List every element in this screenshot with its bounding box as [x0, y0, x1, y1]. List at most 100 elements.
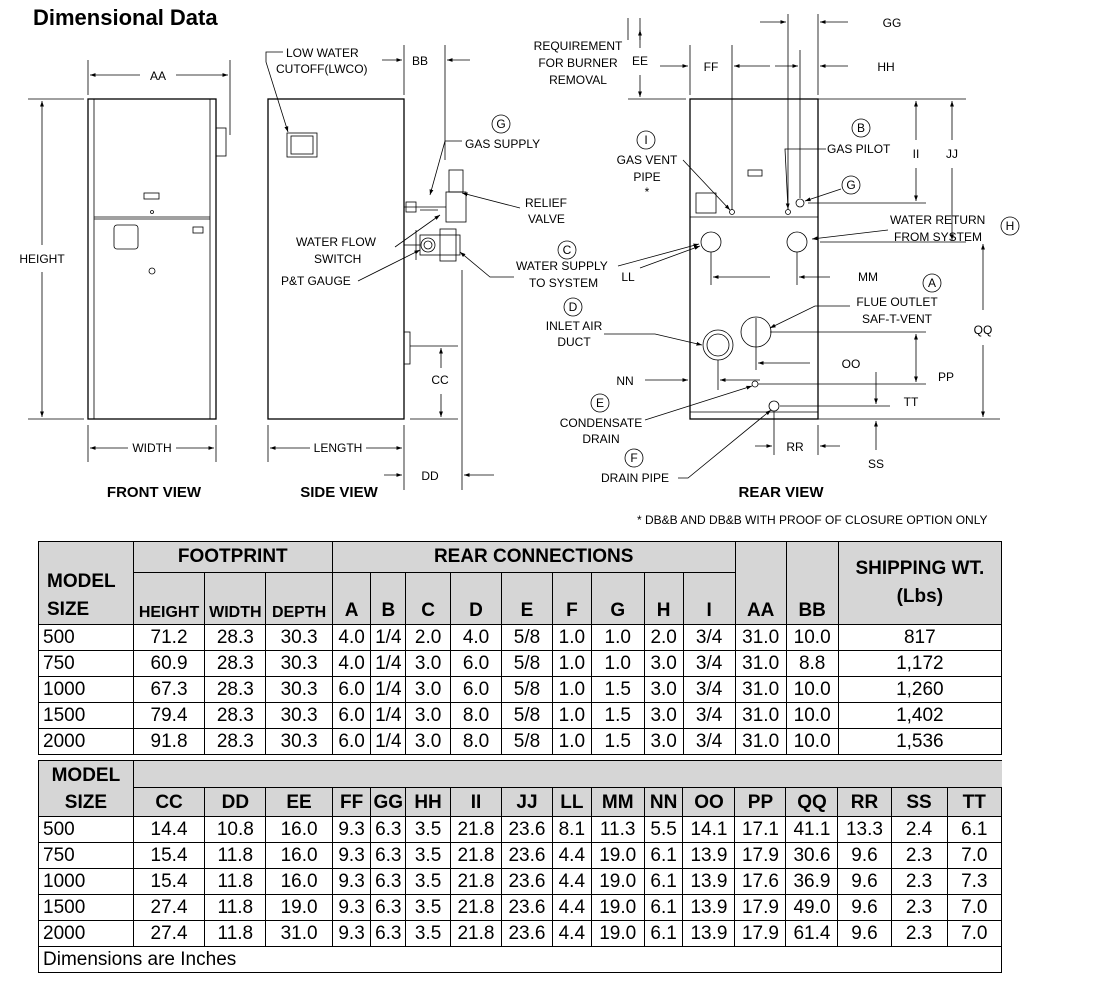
marker-d: D — [569, 300, 578, 314]
table2-cell: 2.3 — [890, 842, 948, 869]
table1-shipping-line1: SHIPPING WT. — [855, 558, 985, 579]
table1-cell: 1,536 — [837, 728, 1003, 755]
table1-cell: 31.0 — [734, 650, 787, 677]
label-drain-pipe: DRAIN PIPE — [601, 471, 669, 485]
table1-cell: 3.0 — [405, 676, 452, 703]
table2-cell: 3.5 — [405, 868, 451, 895]
table1-cell: 3.0 — [643, 650, 684, 677]
table1-model-header: MODEL SIZE — [38, 541, 134, 625]
label-relief-1: RELIEF — [525, 196, 567, 210]
table1-cell: 1.0 — [590, 624, 645, 651]
table2-cell: 9.3 — [331, 920, 372, 947]
table1-cell: 1,260 — [837, 676, 1003, 703]
table2-footer: Dimensions are Inches — [38, 946, 1002, 973]
table2-cell: 16.0 — [265, 842, 333, 869]
table2-cell: 21.8 — [449, 894, 502, 921]
table2-cell: 14.1 — [682, 816, 736, 843]
table1-cell: 3/4 — [682, 624, 736, 651]
table2-cell: 9.3 — [331, 894, 372, 921]
table2-cell: 6.3 — [370, 842, 407, 869]
table2-model-header: MODEL SIZE — [38, 760, 134, 817]
table2-model-line2: SIZE — [64, 792, 108, 813]
table2-cell: 2.3 — [890, 894, 948, 921]
table2-cell: 23.6 — [500, 868, 553, 895]
table2-cell: 11.8 — [204, 842, 267, 869]
table2-cell: 19.0 — [590, 894, 645, 921]
label-gas-supply: GAS SUPPLY — [465, 137, 540, 151]
table1-cell: 6.0 — [331, 676, 372, 703]
table1-cell: 3.0 — [643, 676, 684, 703]
table1-model-line1: MODEL — [47, 571, 116, 592]
table2-cell: 9.6 — [837, 920, 892, 947]
table1-cell: 28.3 — [204, 676, 267, 703]
dim-aa: AA — [150, 69, 166, 83]
table1-cell: 5/8 — [501, 702, 553, 729]
table1-cell: 5/8 — [501, 650, 553, 677]
table1-col-depth: DEPTH — [265, 572, 333, 625]
table1-cell: 8.8 — [785, 650, 839, 677]
table1-cell: 1.0 — [552, 650, 592, 677]
table1-cell: 28.3 — [204, 650, 267, 677]
marker-b: B — [857, 121, 865, 135]
label-gas-vent-3: * — [645, 185, 650, 199]
table2-cell: 6.1 — [946, 816, 1003, 843]
table1-col-g: G — [590, 572, 645, 625]
table1-cell: 1.0 — [590, 650, 645, 677]
table2-cell: 23.6 — [500, 842, 553, 869]
table1-cell: 817 — [837, 624, 1003, 651]
table2-cell: 4.4 — [551, 868, 592, 895]
table2-model-cell: 750 — [38, 842, 134, 869]
table1-cell: 6.0 — [331, 702, 372, 729]
table1-cell: 67.3 — [132, 676, 206, 703]
table2-cell: 13.3 — [837, 816, 892, 843]
table2-cell: 4.4 — [551, 842, 592, 869]
table1-cell: 3.0 — [405, 702, 452, 729]
table2-cell: 27.4 — [132, 920, 206, 947]
table2-col-header: PP — [734, 787, 787, 817]
table2-col-header: SS — [890, 787, 948, 817]
table2-cell: 15.4 — [132, 842, 206, 869]
table2-model-cell: 2000 — [38, 920, 134, 947]
dim-oo: OO — [842, 357, 861, 371]
table1-cell: 31.0 — [734, 676, 787, 703]
marker-f: F — [630, 451, 637, 465]
table2-cell: 17.6 — [734, 868, 787, 895]
label-burner-2: FOR BURNER — [538, 56, 618, 70]
table2-cell: 21.8 — [449, 816, 502, 843]
table2-cell: 13.9 — [682, 894, 736, 921]
table2-col-header: FF — [331, 787, 372, 817]
table1-cell: 5/8 — [501, 676, 553, 703]
table2-cell: 49.0 — [785, 894, 839, 921]
table2-cell: 3.5 — [405, 920, 451, 947]
table2-cell: 8.1 — [551, 816, 592, 843]
table2-col-header: NN — [643, 787, 684, 817]
dim-length: LENGTH — [314, 441, 363, 455]
table2-col-header: OO — [682, 787, 736, 817]
label-lwco-1: LOW WATER — [286, 46, 359, 60]
table2-cell: 9.3 — [331, 816, 372, 843]
dim-gg: GG — [883, 16, 902, 30]
table1-cell: 2.0 — [643, 624, 684, 651]
label-flow-1: WATER FLOW — [296, 235, 377, 249]
label-gas-vent-2: PIPE — [633, 170, 660, 184]
table1-cell: 6.0 — [450, 650, 503, 677]
table2-cell: 17.9 — [734, 894, 787, 921]
label-water-return-2: FROM SYSTEM — [894, 230, 982, 244]
table1-cell: 3.0 — [643, 702, 684, 729]
dim-ii: II — [913, 147, 920, 161]
page-title: Dimensional Data — [33, 5, 218, 30]
dim-ss: SS — [868, 457, 884, 471]
table1-cell: 91.8 — [132, 728, 206, 755]
table1-cell: 4.0 — [331, 624, 372, 651]
table1-cell: 1.0 — [552, 676, 592, 703]
table2-cell: 6.3 — [370, 894, 407, 921]
table1-shipping-line2: (Lbs) — [896, 586, 944, 607]
table2-cell: 4.4 — [551, 894, 592, 921]
